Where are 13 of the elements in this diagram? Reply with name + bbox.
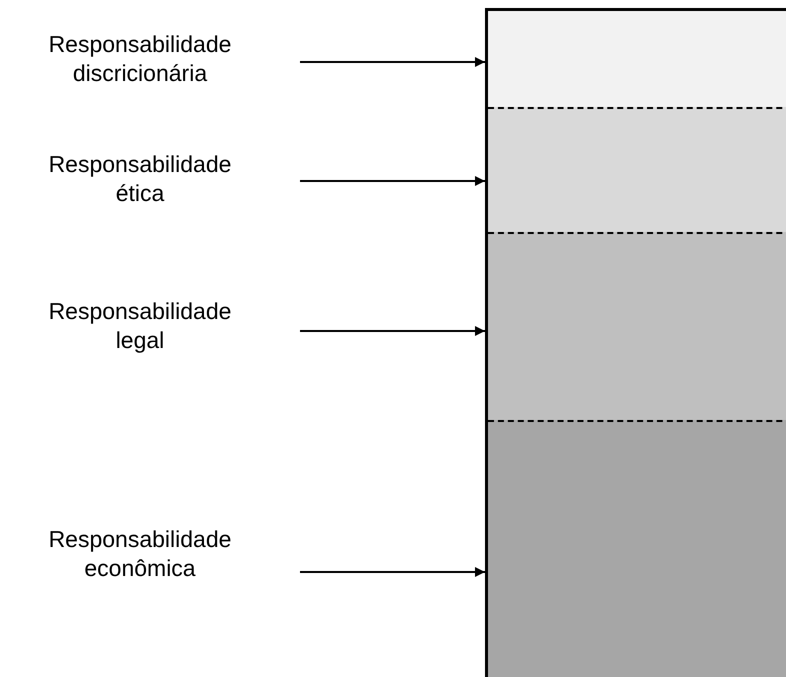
responsibility-label: Responsabilidade econômica	[40, 525, 240, 583]
layer-band	[488, 11, 786, 107]
arrow	[300, 57, 485, 67]
responsibility-label: Responsabilidade discricionária	[40, 30, 240, 88]
pyramid-column	[485, 8, 786, 677]
arrow	[300, 176, 485, 186]
responsibility-label: Responsabilidade ética	[40, 150, 240, 208]
layer-band	[488, 420, 786, 677]
layer-band	[488, 107, 786, 232]
layer-band	[488, 232, 786, 420]
responsibility-label: Responsabilidade legal	[40, 297, 240, 355]
arrow	[300, 326, 485, 336]
arrow	[300, 567, 485, 577]
